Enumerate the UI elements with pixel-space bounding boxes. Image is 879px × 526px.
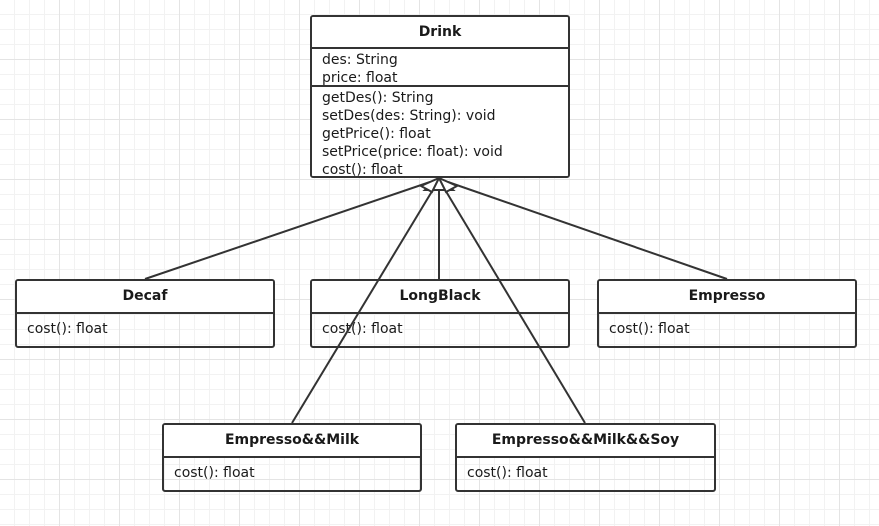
method-cost: cost(): float bbox=[27, 321, 108, 337]
method-getdes: getDes(): String bbox=[322, 90, 434, 106]
class-empresso-milk-methods: cost(): float bbox=[164, 458, 420, 484]
class-empresso-milk-name: Empresso&&Milk bbox=[164, 425, 420, 458]
class-empresso-milk-soy-methods: cost(): float bbox=[457, 458, 714, 484]
method-cost: cost(): float bbox=[609, 321, 690, 337]
generalization-arrowhead-icon bbox=[418, 175, 442, 194]
class-empresso-milk-soy-name: Empresso&&Milk&&Soy bbox=[457, 425, 714, 458]
method-cost: cost(): float bbox=[322, 321, 403, 337]
class-longblack-methods: cost(): float bbox=[312, 314, 568, 340]
method-cost: cost(): float bbox=[174, 465, 255, 481]
class-longblack[interactable]: LongBlack cost(): float bbox=[310, 279, 570, 348]
attribute-price: price: float bbox=[322, 70, 398, 86]
class-empresso-milk[interactable]: Empresso&&Milk cost(): float bbox=[162, 423, 422, 492]
class-decaf[interactable]: Decaf cost(): float bbox=[15, 279, 275, 348]
method-setprice: setPrice(price: float): void bbox=[322, 144, 503, 160]
method-getprice: getPrice(): float bbox=[322, 126, 431, 142]
class-decaf-name: Decaf bbox=[17, 281, 273, 314]
edge-empresso-to-drink[interactable] bbox=[447, 181, 728, 280]
edge-decaf-to-drink[interactable] bbox=[144, 181, 431, 280]
class-longblack-name: LongBlack bbox=[312, 281, 568, 314]
method-cost: cost(): float bbox=[322, 162, 403, 178]
class-drink-methods: getDes(): String setDes(des: String): vo… bbox=[312, 87, 568, 178]
class-empresso-methods: cost(): float bbox=[599, 314, 855, 340]
class-drink[interactable]: Drink des: String price: float getDes():… bbox=[310, 15, 570, 178]
method-setdes: setDes(des: String): void bbox=[322, 108, 496, 124]
attribute-des: des: String bbox=[322, 52, 398, 68]
class-empresso[interactable]: Empresso cost(): float bbox=[597, 279, 857, 348]
generalization-arrowhead-icon bbox=[436, 175, 460, 194]
generalization-arrowhead-icon bbox=[422, 176, 456, 191]
class-empresso-milk-soy[interactable]: Empresso&&Milk&&Soy cost(): float bbox=[455, 423, 716, 492]
class-empresso-name: Empresso bbox=[599, 281, 855, 314]
method-cost: cost(): float bbox=[467, 465, 548, 481]
class-drink-attributes: des: String price: float bbox=[312, 49, 568, 87]
class-decaf-methods: cost(): float bbox=[17, 314, 273, 340]
class-drink-name: Drink bbox=[312, 17, 568, 49]
